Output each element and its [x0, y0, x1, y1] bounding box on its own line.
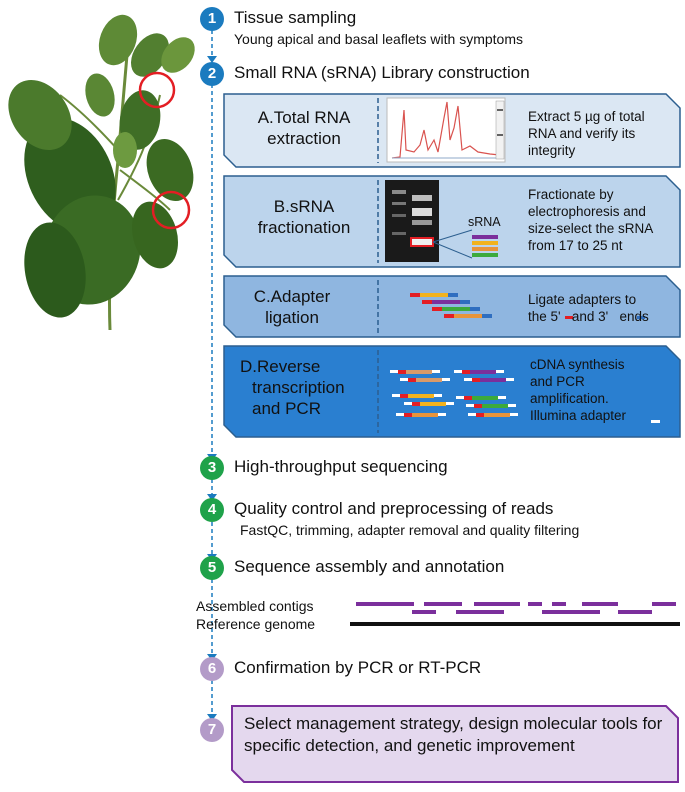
reference-genome-label: Reference genome	[196, 616, 316, 632]
substep-d-desc-line: cDNA synthesis	[530, 357, 625, 372]
substep-d-description: cDNA synthesis and PCR amplification. Il…	[530, 356, 626, 424]
step-1-title: Tissue sampling	[234, 8, 357, 27]
step-1-number: 1	[200, 7, 224, 31]
substep-b-description: Fractionate by electrophoresis and size-…	[528, 186, 653, 254]
gel-srna-label: sRNA	[468, 215, 501, 229]
step-5-title: Sequence assembly and annotation	[234, 557, 505, 576]
step-3-number: 3	[200, 456, 224, 480]
substep-box-b	[223, 175, 681, 268]
substep-b-desc-line: electrophoresis and	[528, 204, 646, 219]
soybean-plant-illustration	[8, 14, 195, 331]
step-7-title: Select management strategy, design molec…	[244, 714, 663, 755]
substep-d-label-line: and PCR	[252, 399, 321, 418]
substep-c-desc-line: Ligate adapters to	[528, 292, 637, 307]
substep-c-description: Ligate adapters to the 5' and 3' ends	[528, 291, 649, 325]
substep-d-label: D.Reverse transcription and PCR	[232, 356, 360, 419]
substep-a-desc-line: Extract 5 µg of total	[528, 109, 645, 124]
substep-c-label-line: C.Adapter	[253, 287, 331, 306]
substep-b-label: B.sRNA fractionation	[232, 196, 376, 238]
substep-d-label-line: D.Reverse	[240, 357, 321, 376]
ligation-diagram	[410, 293, 645, 319]
substep-box-d	[223, 345, 681, 438]
step-4-subtitle: FastQC, trimming, adapter removal and qu…	[240, 522, 580, 538]
step-1-subtitle: Young apical and basal leaflets with sym…	[234, 31, 523, 47]
assembly-diagram	[350, 602, 680, 626]
substep-b-label-line: B.sRNA	[273, 197, 335, 216]
step-2-number: 2	[200, 62, 224, 86]
step-4-title: Quality control and preprocessing of rea…	[234, 499, 554, 518]
step-5-number: 5	[200, 556, 224, 580]
step-4-number: 4	[200, 498, 224, 522]
substep-b-desc-line: size-select the sRNA	[528, 221, 654, 236]
step-7-number: 7	[200, 718, 224, 742]
substep-a-desc-line: RNA and verify its	[528, 126, 636, 141]
substep-c-label-line: ligation	[265, 308, 319, 327]
substep-a-desc-line: integrity	[528, 143, 576, 158]
final-step-box	[231, 705, 679, 783]
substep-d-desc-line: and PCR	[530, 374, 585, 389]
substep-d-desc-line: amplification.	[530, 391, 609, 406]
assembled-contigs-label: Assembled contigs	[196, 598, 314, 614]
substep-a-label-line: extraction	[267, 129, 341, 148]
step-2-title: Small RNA (sRNA) Library construction	[234, 63, 530, 82]
substep-c-desc-line: the 5' and 3' ends	[528, 309, 649, 324]
substep-a-label: A.Total RNA extraction	[232, 107, 376, 149]
electropherogram-figure	[386, 97, 506, 163]
substep-c-label: C.Adapter ligation	[232, 286, 352, 328]
step-6-number: 6	[200, 657, 224, 681]
substep-a-label-line: A.Total RNA	[257, 108, 351, 127]
rt-pcr-diagram	[390, 370, 660, 423]
substep-box-c	[223, 275, 681, 338]
substep-d-label-line: transcription	[252, 378, 345, 397]
substep-b-desc-line: Fractionate by	[528, 187, 614, 202]
step-3-title: High-throughput sequencing	[234, 457, 448, 476]
step-6-title: Confirmation by PCR or RT-PCR	[234, 658, 482, 677]
substep-a-description: Extract 5 µg of total RNA and verify its…	[528, 108, 645, 159]
substep-b-desc-line: from 17 to 25 nt	[528, 238, 623, 253]
substep-d-desc-line: Illumina adapter	[530, 408, 627, 423]
substep-b-label-line: fractionation	[257, 218, 351, 237]
gel-electrophoresis-image	[385, 180, 498, 262]
